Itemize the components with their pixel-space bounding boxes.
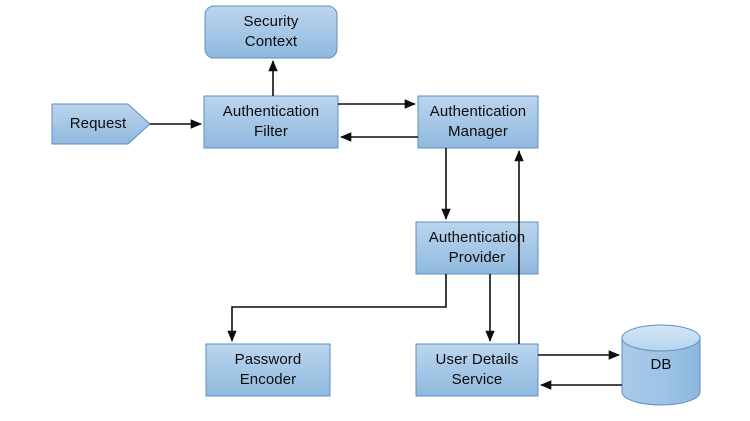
node-authentication-filter[interactable]	[203, 95, 339, 149]
connector-provider-to-password-encoder	[227, 274, 447, 342]
node-db[interactable]	[621, 324, 701, 406]
node-authentication-provider[interactable]	[415, 221, 539, 275]
node-user-details-service[interactable]	[415, 343, 539, 397]
node-security-context[interactable]	[204, 5, 338, 59]
node-authentication-manager[interactable]	[417, 95, 539, 149]
node-password-encoder[interactable]	[205, 343, 331, 397]
node-request[interactable]	[51, 103, 151, 145]
